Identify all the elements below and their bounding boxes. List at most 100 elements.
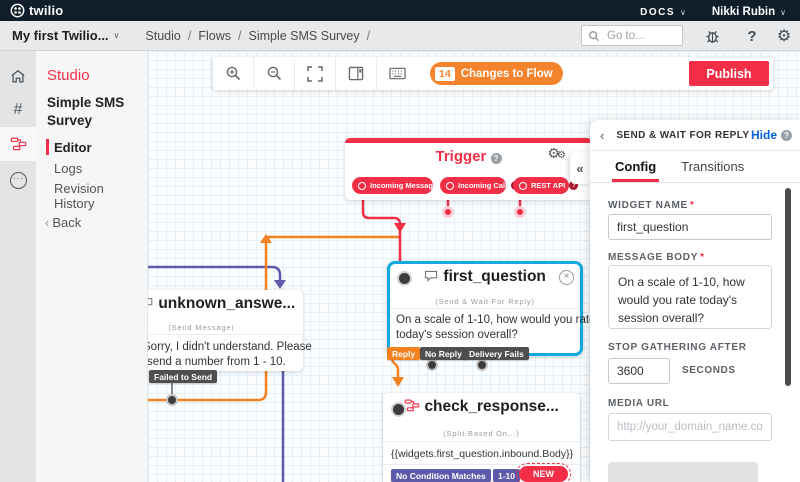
message-body-textarea[interactable]: On a scale of 1-10, how would you rate t… [608,265,772,329]
arrowhead-indigo [274,280,286,289]
tag-1-10[interactable]: 1-10 [493,469,521,482]
goto-search[interactable] [581,25,683,46]
chevron-down-icon: ∨ [680,7,686,17]
twilio-logo[interactable]: twilio [10,3,63,18]
widget-subtitle: (Split Based On...) [443,429,520,438]
trigger-pill-incoming-call[interactable]: Incoming Call? [440,177,521,194]
twilio-logo-icon [10,3,25,18]
widget-input-handle[interactable] [397,271,412,286]
gears-icon[interactable]: ⚙⚙ [547,145,566,161]
sidebar-item-more[interactable]: ··· [0,163,36,197]
tag-failed-to-send[interactable]: Failed to Send [149,370,218,383]
breadcrumb-studio[interactable]: Studio [145,28,181,43]
panel-title: SEND & WAIT FOR REPLY [616,129,750,141]
chevron-down-icon: ∨ [113,31,120,40]
help-badge-icon[interactable]: ? [781,129,792,141]
sidebar-item-revision-history[interactable]: Revision History [54,181,104,211]
widget-name-input[interactable] [608,214,772,240]
close-icon[interactable]: × [559,270,574,285]
sidebar-title: Studio [47,67,90,84]
fit-to-screen-button[interactable] [295,57,336,90]
tag-no-reply[interactable]: No Reply [420,347,467,360]
panel-back-icon[interactable]: ‹ [600,127,605,143]
twilio-logo-text: twilio [29,3,64,18]
send-wait-reply-icon [425,270,438,282]
panel-collapse-tab[interactable]: « [570,152,590,184]
tag-reply[interactable]: Reply [387,347,421,360]
sidebar-item-studio[interactable] [0,127,36,161]
widget-unknown-answer[interactable]: unknown_answe... (Send Message) Sorry, I… [148,290,312,371]
zoom-out-icon [267,66,281,81]
widget-body-line: Sorry, I didn't understand. Please [148,341,312,353]
tag-delivery-fails[interactable]: Delivery Fails [464,347,529,360]
breadcrumb-bar: My first Twilio... ∨ Studio / Flows / Si… [0,21,800,51]
library-panel-icon [348,66,364,81]
account-switcher[interactable]: My first Twilio... [12,28,109,43]
sidebar-item-home[interactable] [0,59,36,93]
help-icon[interactable]: ? [747,27,757,45]
panel-tabs: Config Transitions [590,150,800,183]
debugger-icon[interactable] [700,24,724,48]
help-badge-icon: ? [569,181,579,190]
arrowhead-red-down [394,223,406,233]
hash-icon: # [13,101,23,118]
widget-title: check_response... [383,398,580,416]
breadcrumb-flows[interactable]: Flows [198,28,231,43]
top-navbar: twilio DOCS∨ Nikki Rubin∨ [0,0,800,21]
widget-first-question[interactable]: first_question × (Send & Wait For Reply)… [387,261,595,360]
no-reply-handle[interactable] [426,359,438,371]
new-transition-button[interactable]: NEW [519,466,568,482]
breadcrumb-flow-name[interactable]: Simple SMS Survey [248,28,360,43]
media-url-input[interactable] [608,413,772,441]
widget-body-line: {{widgets.first_question.inbound.Body}} [391,448,574,460]
sidebar-item-channels[interactable]: # [0,93,36,127]
canvas-toolbar: 14 Changes to Flow Publish [213,57,773,90]
zoom-out-button[interactable] [254,57,295,90]
docs-menu[interactable]: DOCS∨ [640,6,686,18]
widget-library-button[interactable] [336,57,377,90]
radio-icon [358,181,366,190]
sidebar-item-logs[interactable]: Logs [54,161,83,176]
gear-icon[interactable]: ⚙ [776,28,792,45]
widget-body-line: On a scale of 1-10, how would you rate [396,314,596,326]
changes-to-flow-pill[interactable]: 14 Changes to Flow [430,62,563,85]
search-input[interactable] [605,28,679,43]
collapsed-section[interactable] [608,462,758,482]
back-link[interactable]: ‹Back [45,215,82,230]
widget-subtitle: (Send & Wait For Reply) [435,297,535,306]
studio-sidebar: Studio Simple SMS Survey Editor Logs Rev… [36,51,148,482]
fit-screen-icon [307,65,323,82]
rest-api-handle[interactable] [514,206,526,218]
message-body-label: MESSAGE BODY* [608,252,705,263]
failed-to-send-handle[interactable] [166,394,178,406]
left-icon-rail: # ··· [0,51,36,482]
chevron-down-icon: ∨ [780,7,786,17]
trigger-pill-incoming-message[interactable]: Incoming Message? [352,177,451,194]
widget-name-label: WIDGET NAME* [608,200,695,211]
sidebar-item-editor[interactable]: Editor [54,140,92,155]
radio-icon [446,181,454,190]
home-icon [10,69,26,84]
stop-gathering-input[interactable] [608,358,670,384]
zoom-in-button[interactable] [213,57,254,90]
widget-subtitle: (Send Message) [168,323,235,332]
radio-icon [519,181,527,190]
panel-scrollbar[interactable] [785,188,791,386]
help-badge-icon[interactable]: ? [490,153,502,164]
widget-title: unknown_answe... [148,295,303,313]
user-menu[interactable]: Nikki Rubin∨ [711,5,786,18]
search-icon [588,30,600,42]
delivery-fails-handle[interactable] [476,359,488,371]
publish-button[interactable]: Publish [689,61,769,86]
widget-trigger[interactable]: Trigger ? ⚙⚙ Incoming Message? Incoming … [345,138,592,200]
tab-transitions[interactable]: Transitions [681,158,745,174]
tab-config[interactable]: Config [611,150,660,182]
hide-panel-link[interactable]: Hide [750,128,777,142]
widget-check-response[interactable]: check_response... (Split Based On...) {{… [383,393,580,482]
tag-no-condition-matches[interactable]: No Condition Matches [391,469,491,482]
incoming-call-handle[interactable] [442,206,454,218]
keyboard-shortcuts-button[interactable] [377,57,418,90]
trigger-pill-rest-api[interactable]: REST API? [513,177,579,194]
widget-config-panel: ‹ SEND & WAIT FOR REPLY Hide ? Config Tr… [590,120,800,482]
widget-input-handle[interactable] [391,402,406,417]
